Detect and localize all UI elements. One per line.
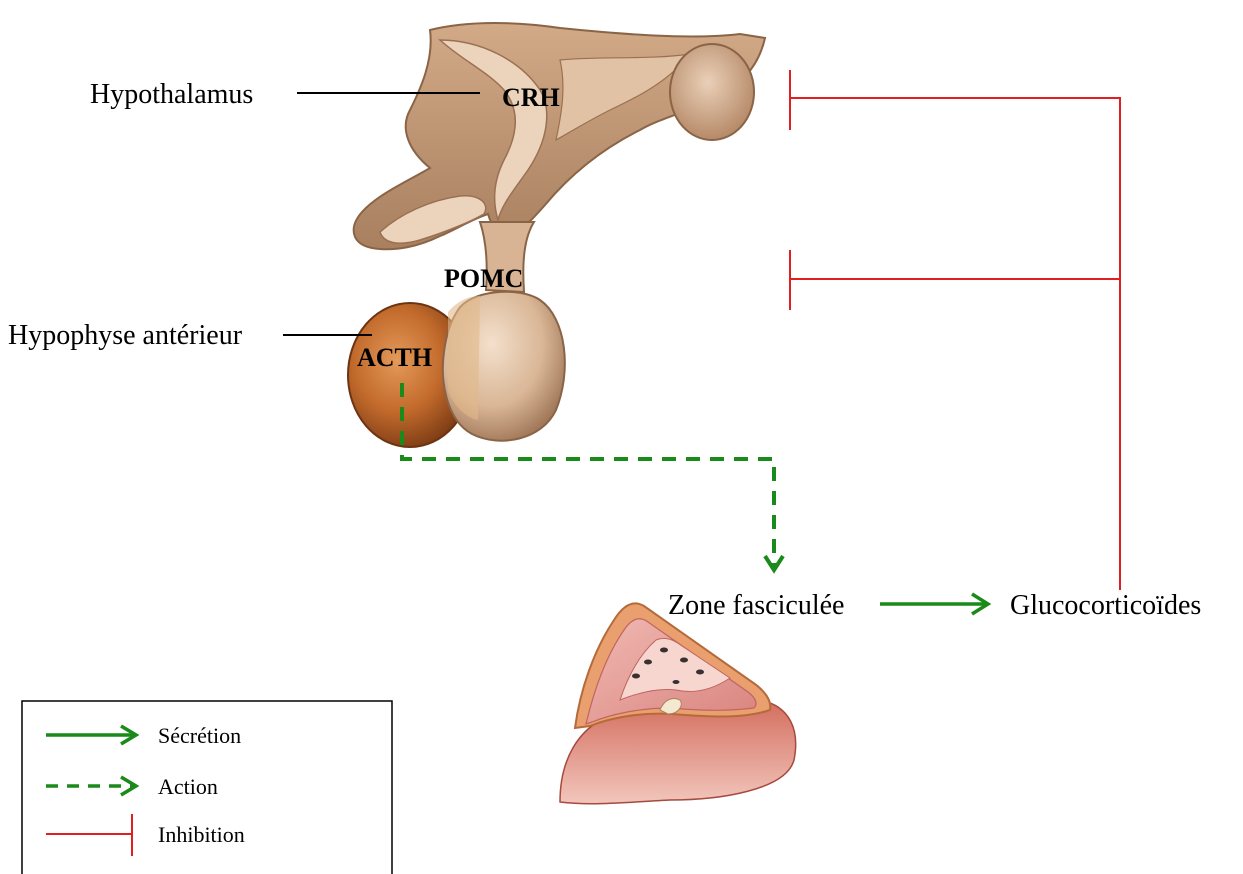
glucocorticoides-label: Glucocorticoïdes xyxy=(1010,590,1201,621)
inhibition-feedback xyxy=(790,70,1120,590)
pomc-label: POMC xyxy=(444,264,523,293)
hypothalamus-label: Hypothalamus xyxy=(90,79,253,110)
crh-label: CRH xyxy=(502,83,560,112)
legend: Sécrétion Action Inhibition xyxy=(22,701,392,874)
hypophyse-label: Hypophyse antérieur xyxy=(8,320,243,351)
legend-action-label: Action xyxy=(158,774,218,799)
legend-inhibition-label: Inhibition xyxy=(158,822,245,847)
adrenal-illustration xyxy=(560,603,796,803)
zone-fasciculee-label: Zone fasciculée xyxy=(668,590,844,621)
legend-secretion-label: Sécrétion xyxy=(158,723,241,748)
secretion-arrow xyxy=(880,594,988,614)
acth-label: ACTH xyxy=(357,343,432,372)
